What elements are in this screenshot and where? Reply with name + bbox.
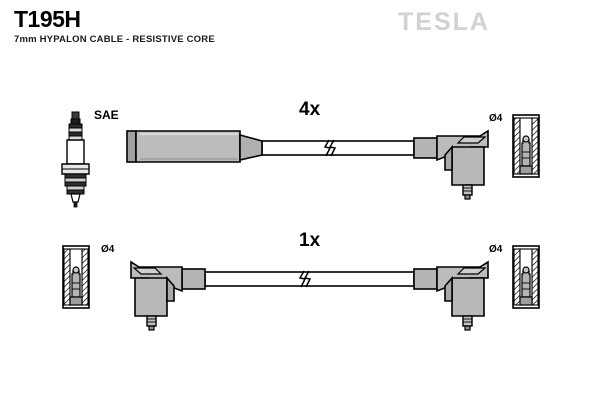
sae-standard-label: SAE [94, 108, 119, 122]
page-title: T195H [14, 6, 81, 32]
part-description: 7mm HYPALON CABLE - RESISTIVE CORE [14, 34, 215, 45]
terminal-diameter-label-upper-right: Ø4 [489, 113, 503, 124]
cable-upper [261, 139, 415, 157]
right-angle-boot-lower-right [413, 260, 489, 331]
right-angle-boot-lower-left [130, 260, 206, 331]
terminal-ferrule-upper-right [512, 114, 540, 178]
quantity-label-upper: 4x [299, 99, 321, 120]
terminal-diameter-label-lower-right: Ø4 [489, 244, 503, 255]
terminal-ferrule-lower-right [512, 245, 540, 309]
brand-logo: TESLA [398, 8, 490, 36]
right-angle-boot-upper-right [413, 129, 489, 200]
terminal-diameter-label-lower-left: Ø4 [101, 244, 115, 255]
terminal-ferrule-lower-left [62, 245, 90, 309]
quantity-label-lower: 1x [299, 230, 321, 251]
spark-plug-icon [61, 111, 90, 208]
straight-boot-upper-left [126, 130, 263, 163]
cable-lower [204, 270, 415, 288]
cable-assembly-lower [62, 245, 540, 331]
cable-assembly-upper [126, 114, 540, 200]
